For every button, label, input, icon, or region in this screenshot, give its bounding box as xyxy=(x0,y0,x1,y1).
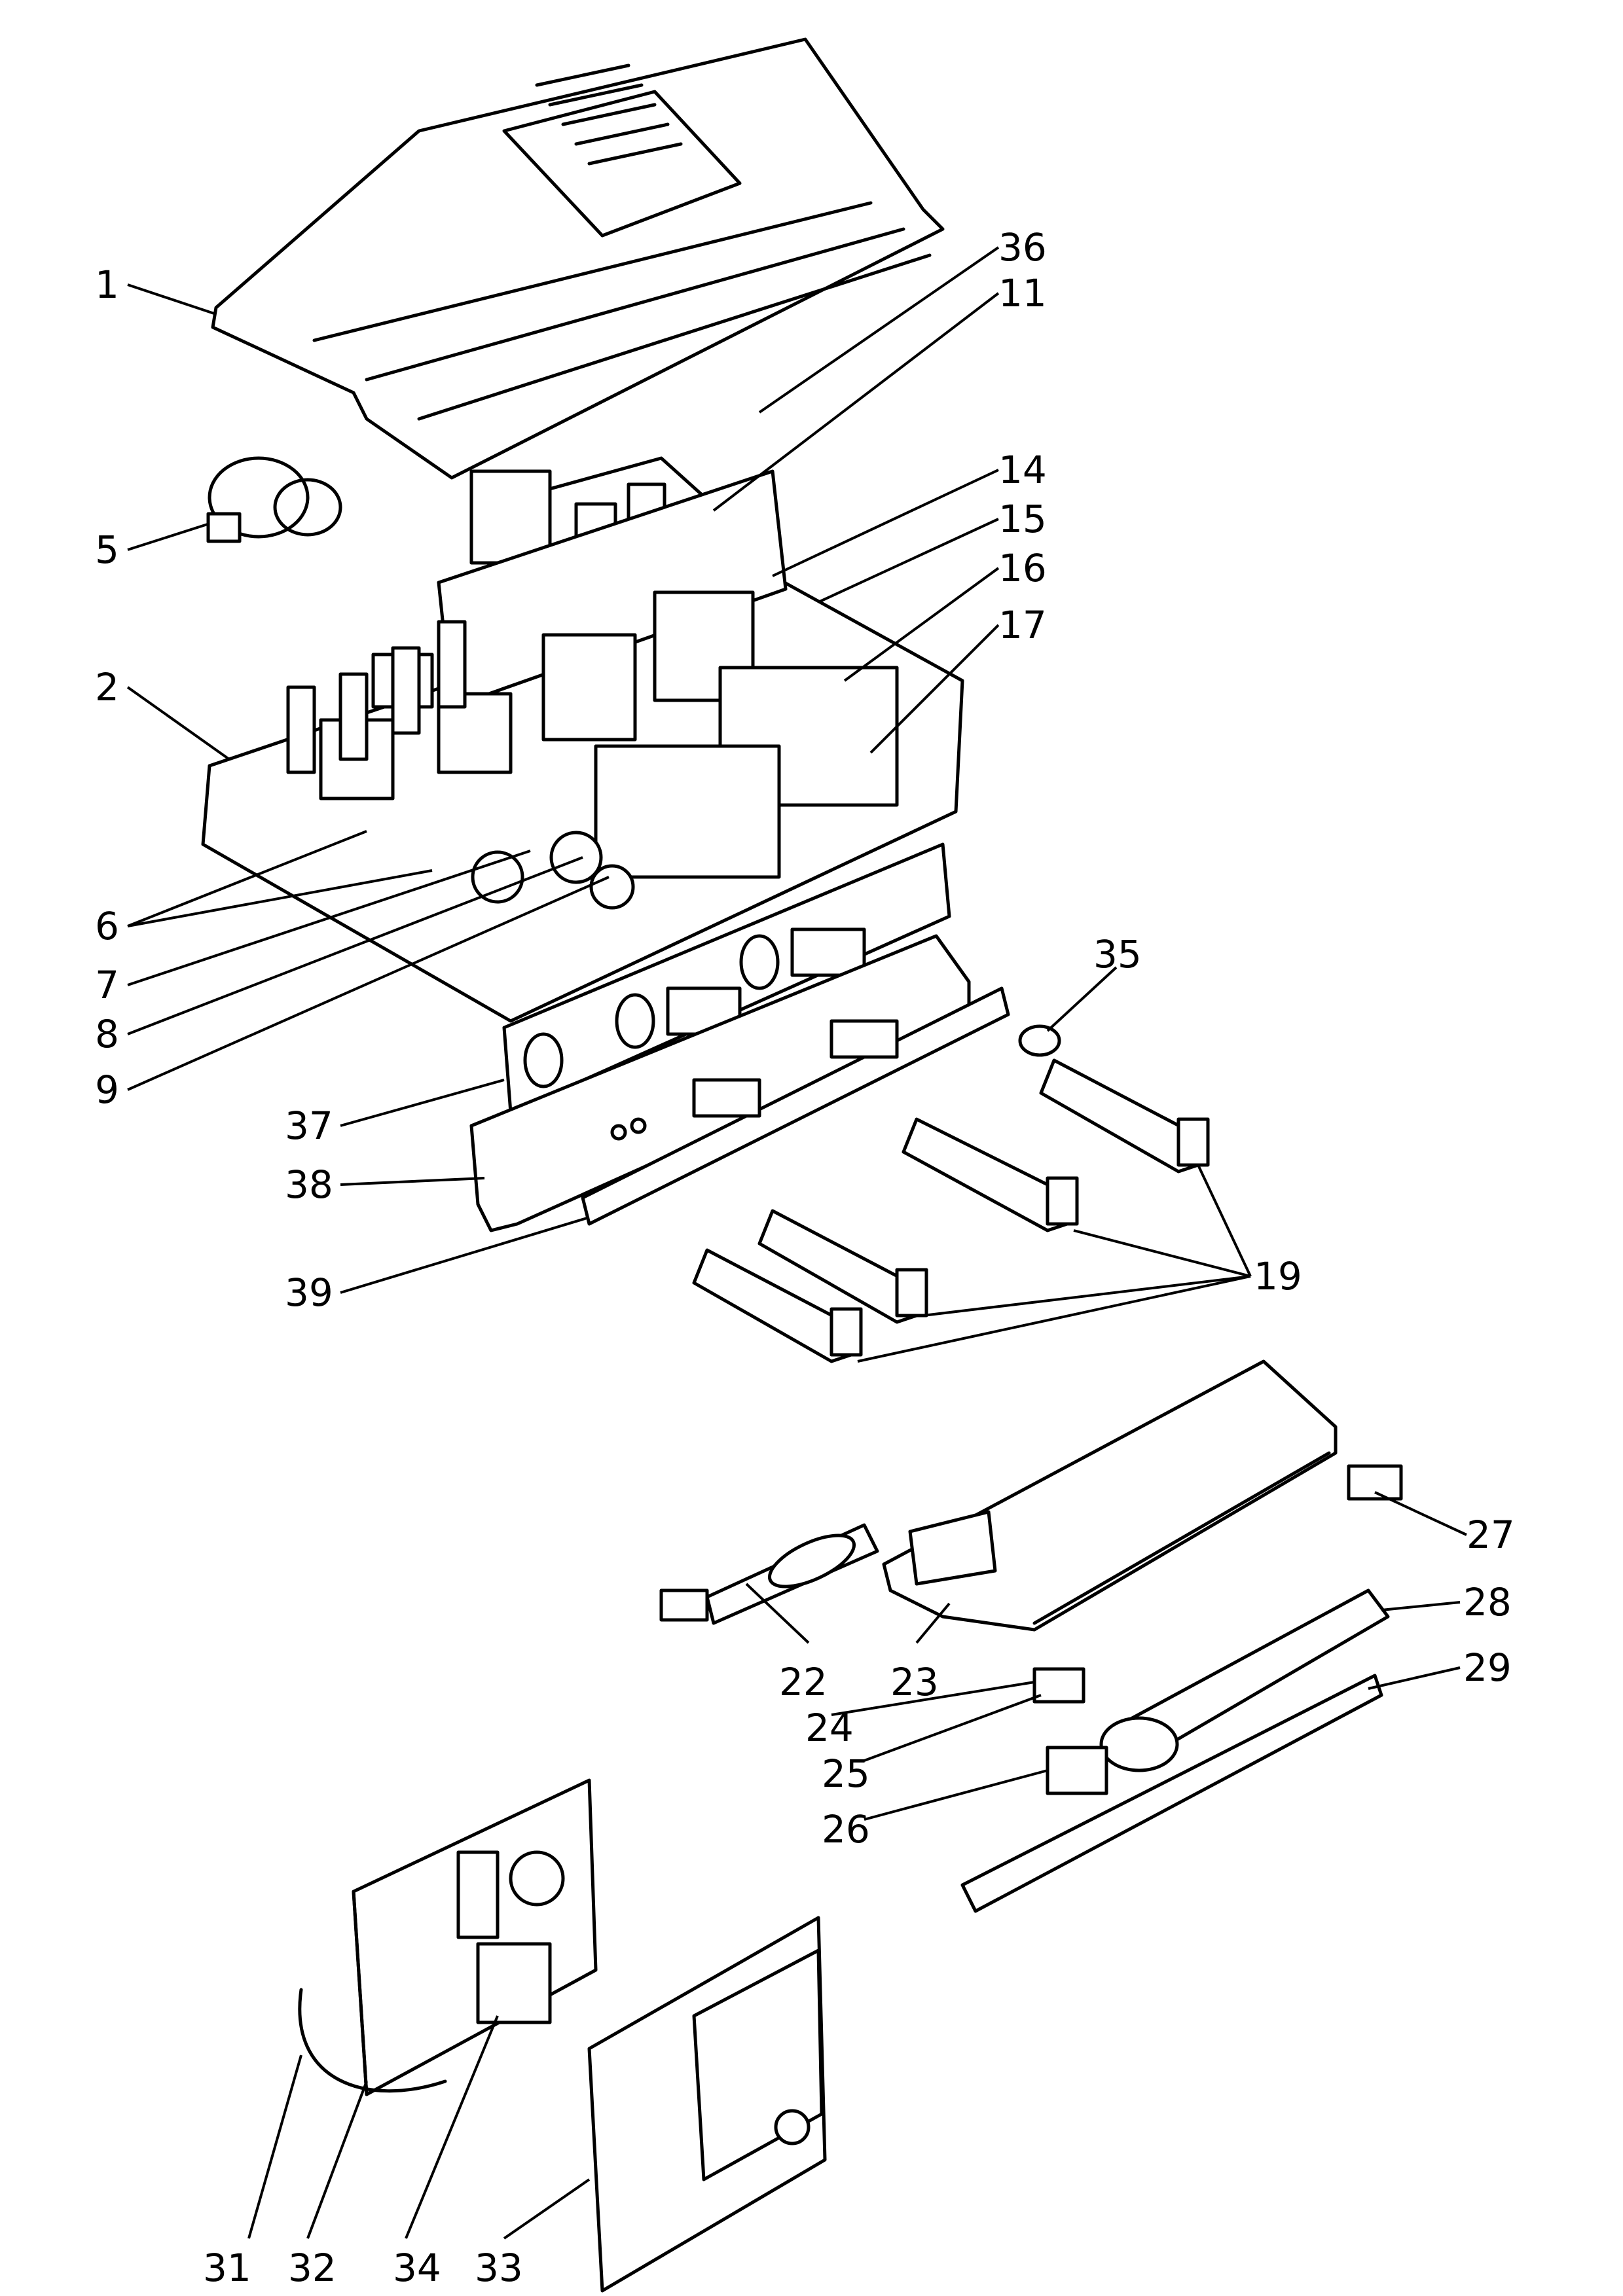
callout-1: 1 xyxy=(95,262,119,307)
callout-17: 17 xyxy=(998,603,1047,647)
callout-22: 22 xyxy=(779,1660,828,1704)
callout-36: 36 xyxy=(998,225,1047,270)
callout-39: 39 xyxy=(285,1270,333,1315)
callout-37: 37 xyxy=(285,1103,333,1148)
knob-cap xyxy=(1018,1024,1061,1057)
callout-31: 31 xyxy=(203,2246,251,2290)
top-cover xyxy=(211,37,945,480)
knob-shafts xyxy=(692,1058,1210,1363)
small-connector xyxy=(1347,1464,1403,1501)
chassis-tray xyxy=(201,469,964,1023)
callout-26: 26 xyxy=(822,1807,870,1852)
callout-19: 19 xyxy=(1254,1254,1302,1299)
callout-38: 38 xyxy=(285,1162,333,1207)
callout-28: 28 xyxy=(1463,1580,1512,1624)
callout-6: 6 xyxy=(95,904,119,948)
callout-16: 16 xyxy=(998,546,1047,590)
callout-23: 23 xyxy=(890,1660,939,1704)
callout-24: 24 xyxy=(805,1706,854,1750)
lamp-socket xyxy=(1046,1746,1108,1795)
callout-14: 14 xyxy=(998,448,1047,492)
callout-labels: 1 36 11 5 14 15 16 17 2 6 7 8 9 35 37 38… xyxy=(95,225,1515,2290)
callout-2: 2 xyxy=(95,665,119,709)
callout-27: 27 xyxy=(1467,1513,1515,1557)
switch xyxy=(1032,1667,1085,1704)
callout-32: 32 xyxy=(288,2246,337,2290)
base-tray xyxy=(960,1674,1383,1913)
power-supply-cover xyxy=(587,1916,827,2293)
callout-11: 11 xyxy=(998,271,1047,315)
callout-8: 8 xyxy=(95,1012,119,1056)
callout-5: 5 xyxy=(95,528,119,572)
callout-7: 7 xyxy=(95,963,119,1007)
front-rail xyxy=(469,934,1010,1232)
callout-25: 25 xyxy=(822,1751,870,1796)
callout-33: 33 xyxy=(475,2246,523,2290)
front-panel xyxy=(502,842,951,1115)
cable-loop xyxy=(206,456,342,543)
lamp-housing xyxy=(882,1359,1338,1632)
cable-connector xyxy=(659,1523,879,1625)
leader-lines xyxy=(126,246,1467,2240)
callout-35: 35 xyxy=(1093,932,1142,977)
callout-34: 34 xyxy=(393,2246,441,2290)
lamp-tube xyxy=(1099,1588,1390,1772)
callout-9: 9 xyxy=(95,1067,119,1112)
callout-15: 15 xyxy=(998,497,1047,541)
control-board xyxy=(298,1778,598,2096)
callout-29: 29 xyxy=(1463,1645,1512,1690)
